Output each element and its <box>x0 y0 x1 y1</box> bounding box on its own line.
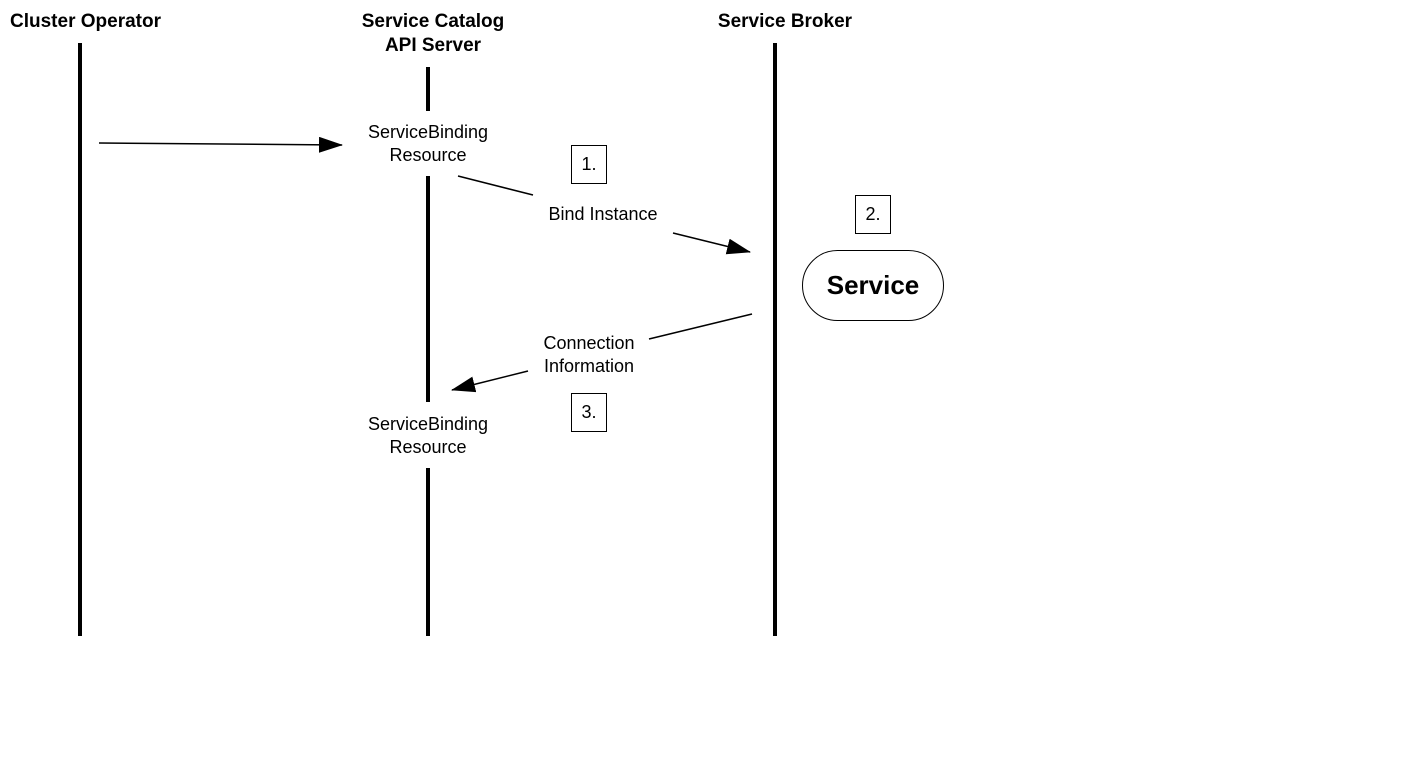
binding-resource-bottom-line2: Resource <box>389 437 467 457</box>
step-3-label: 3. <box>581 402 597 422</box>
bind-instance-arrow-end <box>672 232 751 255</box>
create-binding-arrow <box>98 136 343 153</box>
bind-instance-arrow-start <box>457 175 534 196</box>
step-1-label: 1. <box>581 154 597 174</box>
binding-resource-top-line1: ServiceBinding <box>367 122 489 142</box>
connection-info-arrow-end <box>451 370 529 393</box>
api-server-header: Service Catalog API Server <box>348 10 518 58</box>
cluster-operator-header: Cluster Operator <box>10 10 172 34</box>
step-2-box: 2. <box>855 195 891 234</box>
bind-instance-label: Bind Instance <box>523 203 683 226</box>
service-node: Service <box>802 250 944 321</box>
service-broker-header: Service Broker <box>700 10 870 34</box>
service-broker-title: Service Broker <box>717 11 853 32</box>
cluster-operator-title: Cluster Operator <box>10 11 161 32</box>
service-label: Service <box>826 270 920 300</box>
binding-resource-bottom-line1: ServiceBinding <box>367 414 489 434</box>
step-1-box: 1. <box>571 145 607 184</box>
connection-info-arrow-start <box>648 313 753 340</box>
binding-resource-top: ServiceBinding Resource <box>348 121 508 167</box>
bind-instance-text: Bind Instance <box>548 204 658 224</box>
binding-resource-bottom: ServiceBinding Resource <box>348 413 508 459</box>
api-server-title-line2: API Server <box>384 35 482 56</box>
binding-resource-top-line2: Resource <box>389 145 467 165</box>
connection-info-line2: Information <box>543 356 635 376</box>
connection-info-line1: Connection <box>543 333 635 353</box>
step-2-label: 2. <box>865 204 881 224</box>
step-3-box: 3. <box>571 393 607 432</box>
api-server-title-line1: Service Catalog <box>361 11 505 32</box>
connection-info-label: Connection Information <box>509 332 669 378</box>
